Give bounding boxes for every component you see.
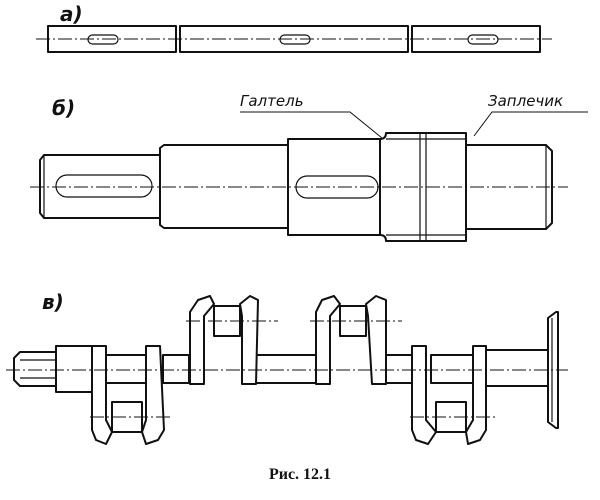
crankshaft bbox=[6, 295, 568, 445]
shaft-a-keyway-1 bbox=[87, 34, 119, 45]
panel-label-b: б) bbox=[52, 96, 76, 120]
callout-shoulder: Заплечик bbox=[488, 92, 564, 110]
shaft-a-keyway-2 bbox=[279, 34, 311, 45]
panel-label-a: а) bbox=[60, 2, 83, 26]
shaft-a bbox=[36, 25, 552, 53]
shaft-b-left-end bbox=[39, 154, 161, 219]
shaft-b-keyway-left bbox=[55, 174, 153, 198]
leader-shoulder bbox=[473, 111, 588, 137]
crank-spline-end bbox=[13, 351, 57, 387]
panel-label-v: в) bbox=[42, 290, 64, 314]
shaft-a-keyway-3 bbox=[467, 34, 499, 45]
crank-front-journal bbox=[55, 345, 93, 393]
leader-fillet bbox=[240, 111, 383, 139]
figure-caption: Рис. 12.1 bbox=[268, 466, 332, 483]
shaft-b bbox=[30, 111, 588, 242]
callout-fillet: Галтель bbox=[240, 92, 304, 110]
shaft-b-step-2 bbox=[159, 144, 289, 229]
crank-rear-journal bbox=[485, 349, 549, 387]
